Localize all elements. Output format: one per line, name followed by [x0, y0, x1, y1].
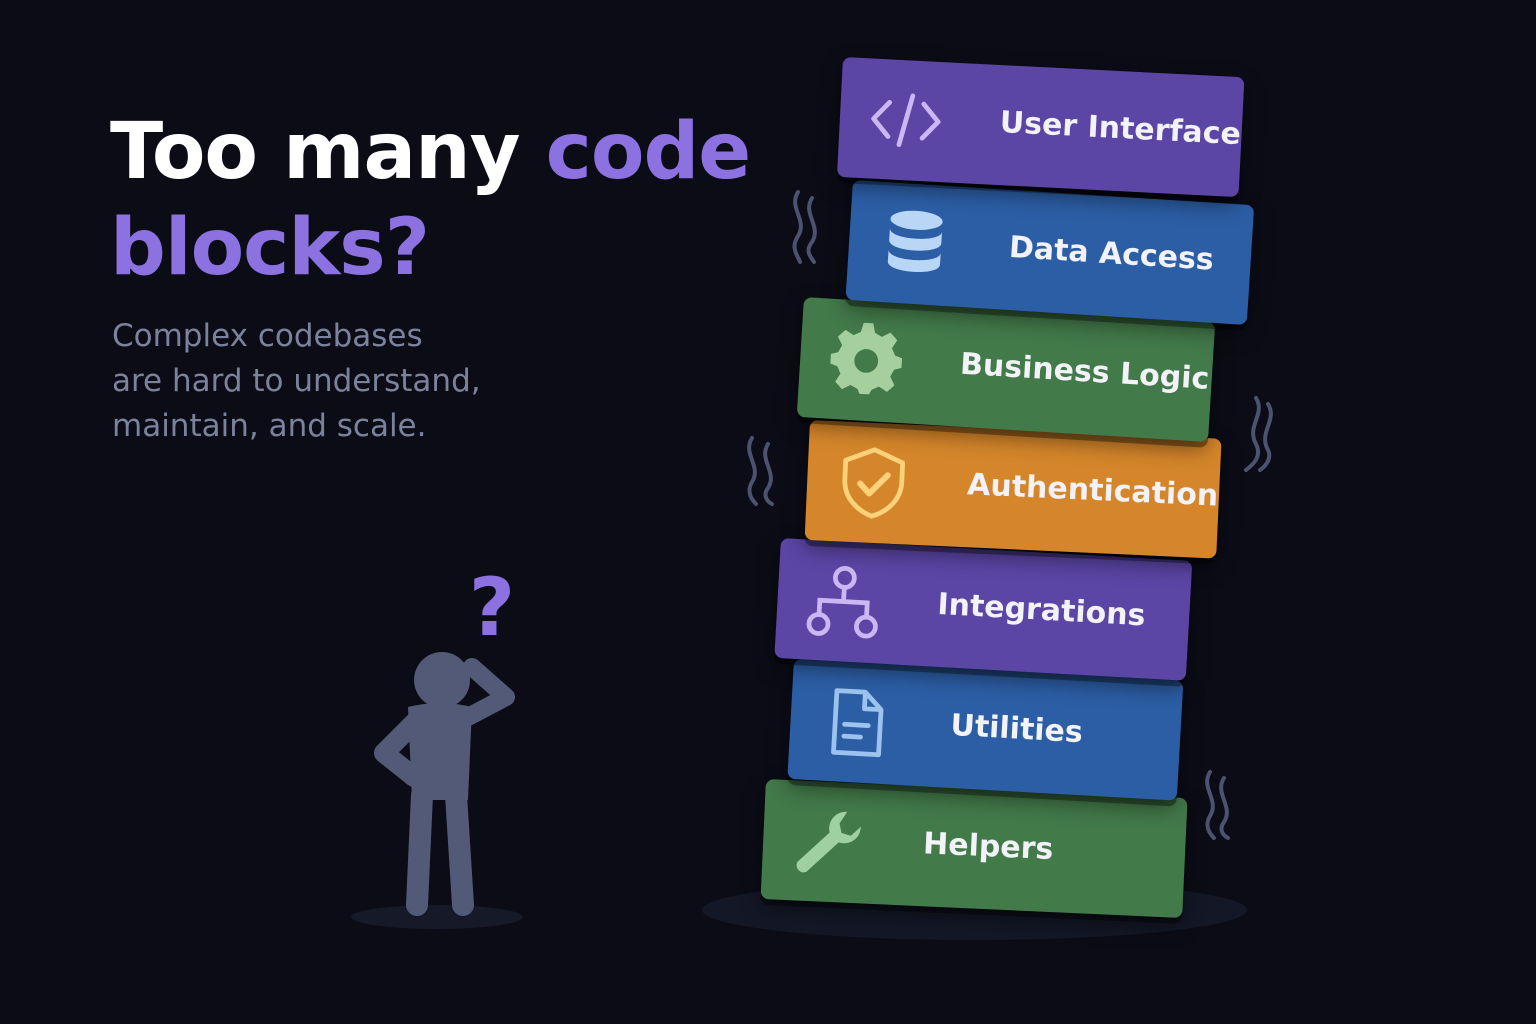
document-icon: [831, 688, 884, 758]
title-part-1: Too many: [110, 107, 546, 197]
block-label: Business Logic: [959, 346, 1211, 397]
block-helpers: Helpers: [760, 779, 1188, 919]
title-accent-blocks: blocks?: [110, 203, 430, 293]
block-data-access: Data Access: [845, 180, 1255, 326]
block-integrations: Integrations: [774, 538, 1193, 681]
wobble-lines: [1205, 770, 1230, 840]
page-title: Too many code blocks?: [110, 104, 810, 296]
subtitle: Complex codebases are hard to understand…: [112, 314, 552, 449]
block-label: User Interface: [999, 105, 1242, 153]
figure-shadow: [351, 905, 523, 929]
person-icon: [374, 652, 515, 916]
gear-icon: [830, 322, 903, 395]
block-user-interface: User Interface: [836, 57, 1245, 198]
wobble-lines: [747, 436, 774, 506]
block-label: Helpers: [922, 826, 1055, 868]
wrench-icon: [796, 811, 861, 873]
confused-person-illustration: ?: [351, 561, 523, 929]
block-label: Utilities: [949, 707, 1084, 751]
block-label: Integrations: [936, 586, 1147, 634]
subtitle-line: maintain, and scale.: [112, 408, 427, 444]
wobble-lines: [1244, 396, 1273, 472]
block-label: Data Access: [1007, 229, 1215, 278]
subtitle-line: Complex codebases: [112, 318, 423, 354]
subtitle-line: are hard to understand,: [112, 363, 481, 399]
shield-check-icon: [842, 447, 906, 519]
title-accent-code: code: [545, 107, 752, 197]
block-authentication: Authentication: [804, 420, 1222, 559]
block-business-logic: Business Logic: [796, 297, 1216, 442]
wobble-lines: [792, 190, 817, 264]
code-brackets-icon: [871, 93, 941, 148]
database-icon: [887, 210, 943, 273]
question-mark: ?: [469, 561, 515, 654]
block-utilities: Utilities: [787, 659, 1184, 801]
block-label: Authentication: [966, 467, 1219, 514]
network-icon: [806, 566, 878, 639]
